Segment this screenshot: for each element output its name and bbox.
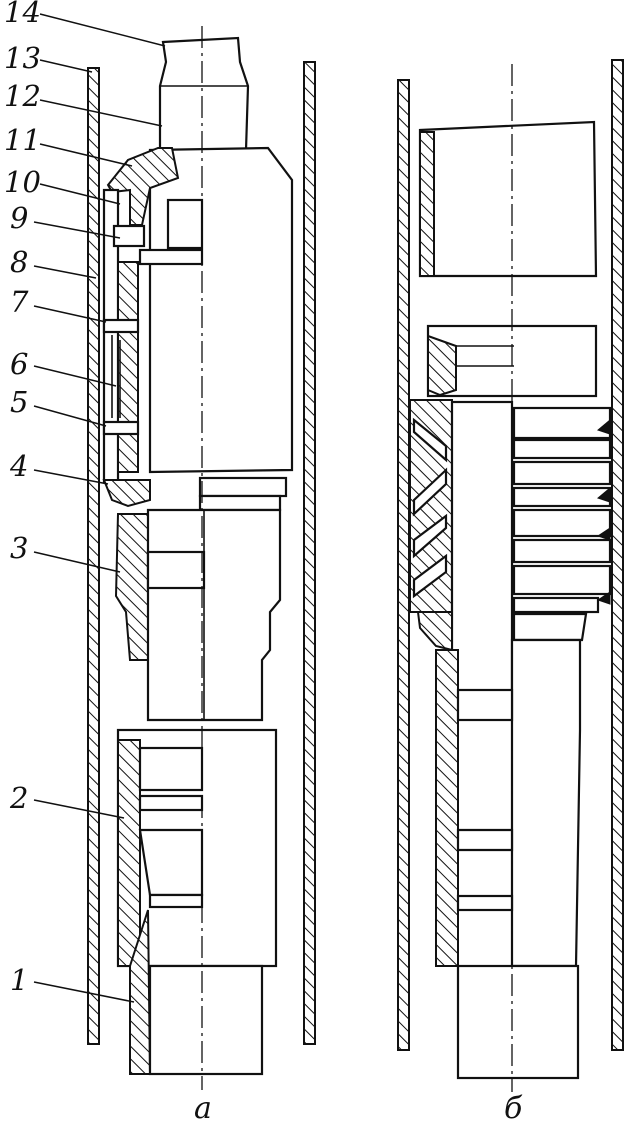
mandrel-ring bbox=[146, 550, 206, 590]
caption-b: б bbox=[504, 1091, 523, 1126]
label-9: 9 bbox=[10, 201, 28, 235]
pin-7 bbox=[102, 318, 140, 334]
tubing-body bbox=[148, 964, 264, 1076]
label-14: 14 bbox=[4, 0, 41, 29]
label-6: 6 bbox=[10, 347, 28, 381]
top-pipe bbox=[158, 36, 250, 154]
label-4: 4 bbox=[9, 449, 28, 483]
slip-b bbox=[435, 649, 459, 967]
casing-wall-left-b bbox=[397, 79, 410, 1051]
lower-cone-3 bbox=[114, 513, 149, 661]
view-b bbox=[397, 59, 624, 1092]
upper-tube-b bbox=[418, 120, 598, 278]
collar bbox=[138, 248, 204, 266]
cone-4 bbox=[102, 479, 151, 508]
label-12: 12 bbox=[4, 79, 41, 113]
slip-set-b bbox=[512, 406, 612, 614]
label-13: 13 bbox=[4, 41, 41, 75]
inner-sleeve bbox=[117, 261, 139, 473]
casing-wall-right bbox=[303, 61, 316, 1045]
casing-wall-right-b bbox=[611, 59, 624, 1051]
label-7: 7 bbox=[10, 285, 29, 319]
upper-insert bbox=[166, 198, 204, 250]
label-8: 8 bbox=[10, 245, 28, 279]
cone-ring bbox=[148, 893, 204, 909]
slip-2 bbox=[117, 739, 141, 967]
label-3: 3 bbox=[10, 531, 28, 565]
lower-body-b bbox=[510, 638, 582, 968]
ring-lower bbox=[198, 494, 282, 512]
label-2: 2 bbox=[9, 781, 28, 815]
slip-ring bbox=[138, 794, 204, 812]
ring-upper bbox=[198, 476, 288, 498]
slip-pocket bbox=[138, 746, 204, 792]
caption-a: а bbox=[194, 1091, 212, 1126]
casing-wall-left bbox=[87, 67, 100, 1045]
label-1: 1 bbox=[10, 963, 28, 997]
ring-9 bbox=[112, 224, 146, 248]
upper-cap bbox=[106, 147, 180, 226]
upper-body bbox=[148, 146, 294, 474]
label-10: 10 bbox=[4, 165, 41, 199]
mandrel-body bbox=[146, 508, 282, 722]
part-labels: 14 13 12 11 10 9 8 7 6 5 4 3 2 1 bbox=[4, 0, 166, 1003]
pin-5 bbox=[102, 420, 140, 436]
mandrel-b bbox=[450, 400, 514, 694]
cone-housing bbox=[138, 828, 204, 897]
label-5: 5 bbox=[10, 385, 28, 419]
tubing-b bbox=[456, 964, 580, 1080]
label-11: 11 bbox=[4, 123, 41, 157]
view-a bbox=[87, 26, 316, 1090]
